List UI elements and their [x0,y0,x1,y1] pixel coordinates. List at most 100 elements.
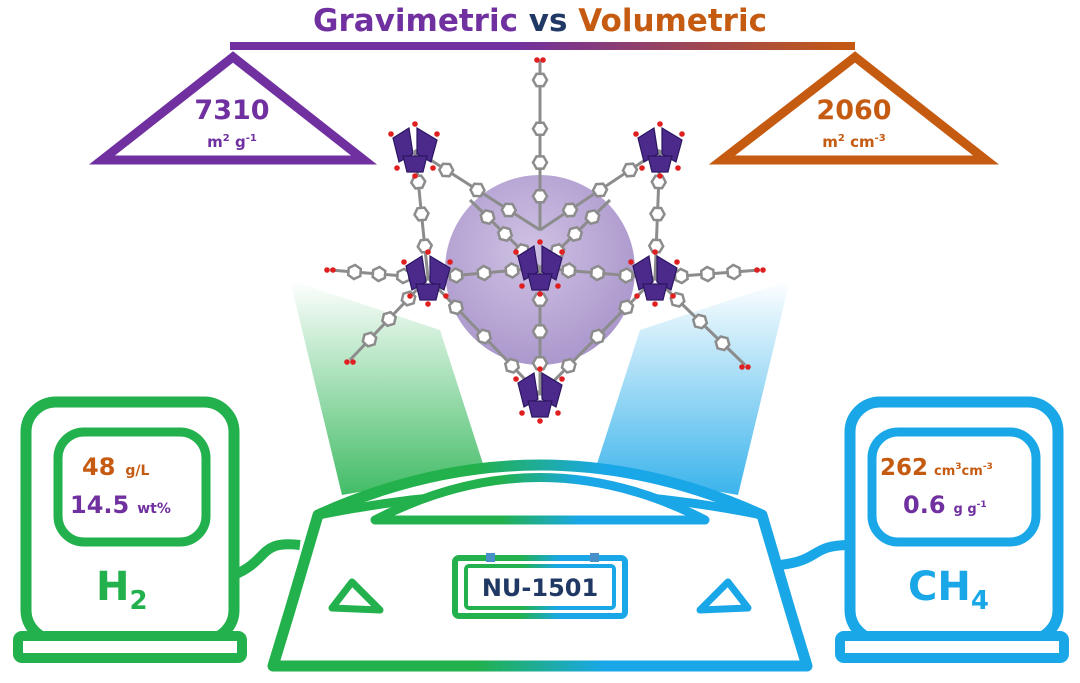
oxygen-atom [434,131,440,137]
oxygen-atom [652,249,658,255]
cluster-polyhedron [517,372,539,408]
linker-ring [591,182,609,198]
oxygen-atom [519,410,525,416]
metal-cluster [513,239,565,297]
headlight-beam-right [595,280,790,495]
oxygen-atom [412,121,418,127]
metal-cluster [401,249,453,307]
title-vs: vs [518,3,578,39]
linker-ring [726,263,742,281]
metal-cluster [633,121,685,179]
oxygen-atom [537,418,543,424]
oxygen-atom [407,293,413,299]
linker-ring [566,225,584,243]
oxygen-atom [745,364,751,370]
headlight-right [696,578,752,614]
page-title: Gravimetric vs Volumetric [313,3,767,39]
oxygen-atom [519,283,525,289]
cluster-polyhedron [661,126,683,163]
linker-ring [531,72,549,88]
linker-ring [447,299,465,316]
oxygen-atom [760,267,766,273]
metal-clusters [388,121,685,424]
linker-ring [448,267,464,284]
linker-ring [531,355,549,371]
linker-ring [649,206,666,222]
linker-ring [504,262,520,279]
linker-ring [469,182,486,198]
oxygen-atom [670,293,676,299]
oxygen-atom [447,259,453,265]
cluster-polyhedron [632,255,654,291]
oxygen-atom [540,57,546,63]
linker-ring [479,208,496,226]
metal-cluster [388,121,440,179]
cluster-polyhedron [527,273,553,291]
oxygen-atom [350,359,356,365]
oxygen-atom [675,165,681,171]
oxygen-atom [425,249,431,255]
cluster-polyhedron [541,244,563,281]
linker-ring [618,267,634,284]
oxygen-atom [537,366,543,372]
linker-ring [413,206,430,222]
oxygen-atom [657,173,663,179]
ch4-pump-base [835,631,1069,663]
headlight-beam-left [290,280,485,495]
h2-pump-base [13,631,247,663]
car: NU-1501 [267,459,813,672]
oxygen-atom [330,267,336,273]
linker-ring [647,238,665,254]
oxygen-atom [388,131,394,137]
cluster-polyhedron [429,254,451,291]
license-plate [464,564,616,610]
linker-ring [691,313,709,330]
ch4-hose [779,540,851,570]
oxygen-atom [537,239,543,245]
linker-ring [531,155,549,170]
volumetric-unit: m2 cm-3 [822,133,886,151]
gravimetric-unit: m2 g-1 [207,133,257,151]
h2-hose [231,539,301,580]
cluster-polyhedron [541,371,563,408]
linker-ring [380,310,398,328]
headlight-left [328,578,384,614]
volumetric-value: 2060 [816,95,891,126]
cluster-polyhedron [642,283,668,301]
linker-ring [500,202,518,218]
oxygen-atom [634,293,640,299]
title-volumetric: Volumetric [578,3,767,39]
cluster-polyhedron [392,127,414,163]
oxygen-atom [628,259,634,265]
linker-ring [371,265,387,283]
gravimetric-triangle [88,51,378,165]
cluster-polyhedron [656,254,678,291]
linker-ring [560,357,577,374]
oxygen-atom [559,376,565,382]
oxygen-atom [324,267,330,273]
cluster-polyhedron [402,155,428,173]
linker-ring [361,331,378,348]
linker-ring [531,121,549,137]
h2-label: H2 [96,564,148,616]
oxygen-atom [401,259,407,265]
linker-ring [437,162,455,178]
metal-cluster [628,249,680,307]
oxygen-atom [394,165,400,171]
linker-ring [409,174,427,190]
linker-ring [561,262,577,279]
oxygen-atom [425,301,431,307]
oxygen-atom [639,165,645,171]
metal-cluster [513,366,565,424]
linker-ring [714,335,731,352]
linker-ring [589,328,606,345]
oxygen-atom [657,121,663,127]
linker-ring [699,265,716,283]
linker-ring [476,264,492,282]
